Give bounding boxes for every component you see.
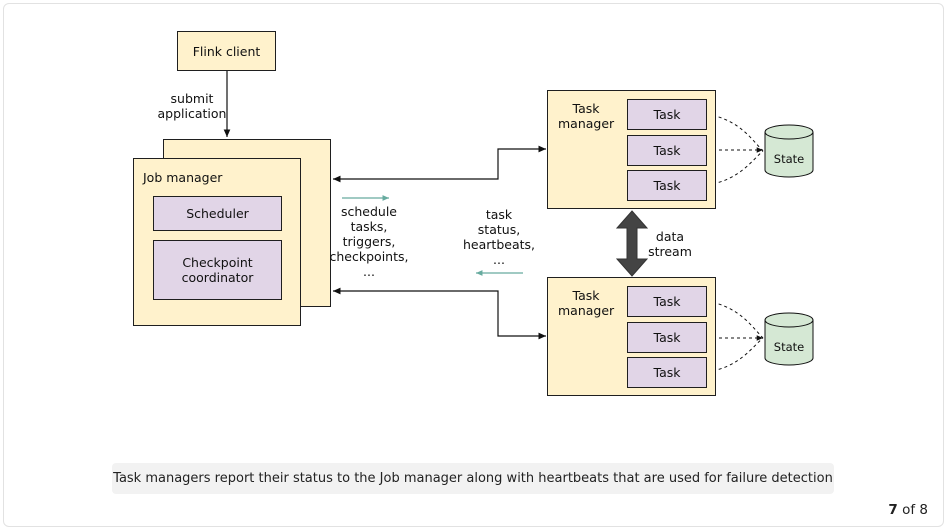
status-label-line: status, xyxy=(477,222,521,237)
state-label-1: State xyxy=(774,152,804,166)
pager-current: 7 xyxy=(888,502,898,518)
submit-label-line: application xyxy=(157,106,227,121)
tm2-task-3: Task xyxy=(627,357,707,388)
data-stream-line: stream xyxy=(648,244,692,259)
schedule-label: schedule tasks, triggers, checkpoints, .… xyxy=(326,204,412,279)
task-label: Task xyxy=(653,330,681,345)
data-stream-arrow xyxy=(615,210,649,277)
checkpoint-coordinator-box: Checkpoint coordinator xyxy=(153,240,282,300)
data-stream-line: data xyxy=(655,229,685,244)
schedule-label-line: schedule xyxy=(340,204,398,219)
schedule-label-line: tasks, xyxy=(350,219,388,234)
caption-text: Task managers report their status to the… xyxy=(113,471,833,486)
slide-caption: Task managers report their status to the… xyxy=(112,463,834,494)
scheduler-box: Scheduler xyxy=(153,196,282,231)
tm2-title-line: manager xyxy=(558,303,615,318)
tm2-task-2: Task xyxy=(627,322,707,353)
state-cylinder-1: State xyxy=(764,124,814,178)
schedule-label-line: ... xyxy=(363,264,375,279)
task-label: Task xyxy=(653,365,681,380)
task-manager-2-title: Task manager xyxy=(558,288,614,318)
state-label-2: State xyxy=(774,340,804,354)
tm1-title-line: manager xyxy=(558,116,615,131)
task-manager-1-title: Task manager xyxy=(558,101,614,131)
jm-tm2-connector xyxy=(333,287,546,340)
task-label: Task xyxy=(653,294,681,309)
checkpoint-label-line: coordinator xyxy=(181,270,254,285)
schedule-label-line: triggers, xyxy=(342,234,396,249)
task-label: Task xyxy=(653,107,681,122)
schedule-label-line: checkpoints, xyxy=(329,249,409,264)
checkpoint-label-line: Checkpoint xyxy=(182,255,253,270)
scheduler-label: Scheduler xyxy=(186,206,249,221)
tm1-task-1: Task xyxy=(627,99,707,130)
pager-total: of 8 xyxy=(897,502,928,518)
status-label: task status, heartbeats, ... xyxy=(456,207,542,267)
submit-application-label: submit application xyxy=(150,91,234,121)
task-label: Task xyxy=(653,143,681,158)
slide-pager: 7 of 8 xyxy=(888,502,928,518)
flink-client-label: Flink client xyxy=(192,43,261,59)
submit-label-line: submit xyxy=(170,91,214,106)
status-label-line: task xyxy=(485,207,513,222)
tm1-task-2: Task xyxy=(627,135,707,166)
task-label: Task xyxy=(653,178,681,193)
tm2-title-line: Task xyxy=(572,288,600,303)
status-label-line: ... xyxy=(493,252,505,267)
status-label-line: heartbeats, xyxy=(463,237,535,252)
tm1-task-3: Task xyxy=(627,170,707,201)
tm1-title-line: Task xyxy=(572,101,600,116)
data-stream-label: data stream xyxy=(640,229,700,259)
state-cylinder-2: State xyxy=(764,312,814,366)
tm2-task-1: Task xyxy=(627,286,707,317)
job-manager-title: Job manager xyxy=(143,170,223,185)
flink-client-box: Flink client xyxy=(177,31,276,71)
jm-tm1-connector xyxy=(333,145,546,183)
